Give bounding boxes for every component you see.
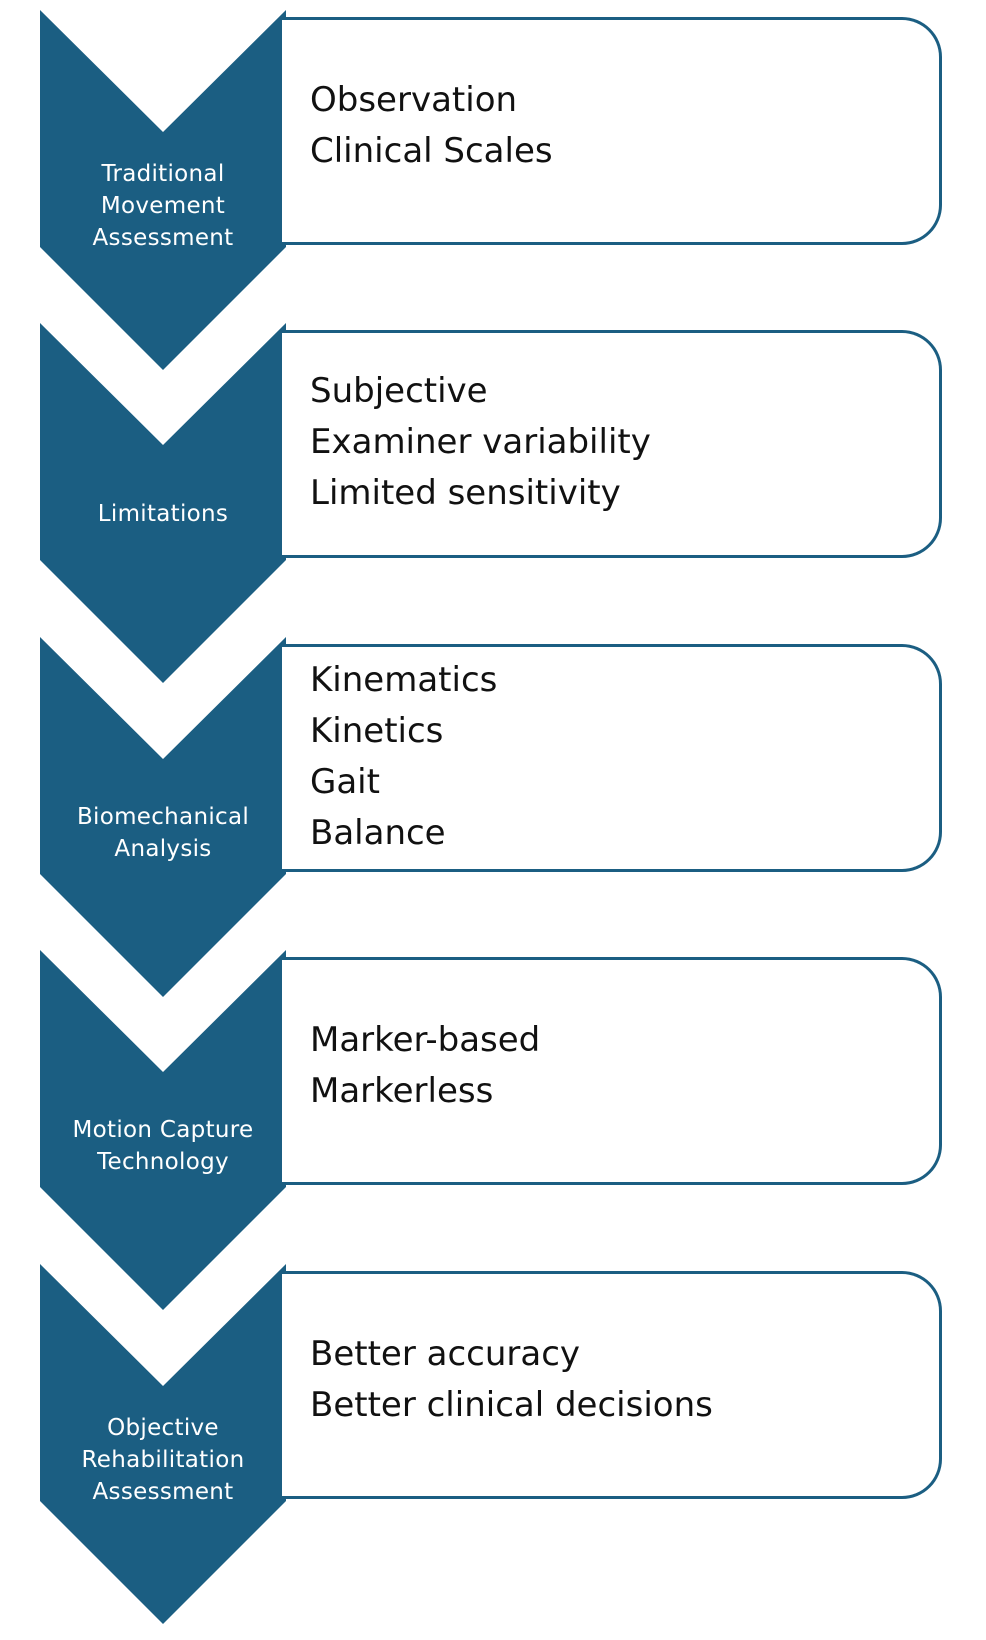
step-detail-item: Kinetics — [310, 711, 444, 751]
step-detail-item: Subjective — [310, 371, 488, 411]
step-detail-item: Clinical Scales — [310, 131, 553, 171]
step-detail-item: Observation — [310, 80, 518, 120]
step-title-line: Rehabilitation — [81, 1447, 245, 1473]
step-title-line: Objective — [107, 1415, 219, 1441]
step-title-line: Movement — [100, 193, 226, 219]
chevron-shape — [40, 1264, 286, 1624]
step-detail-item: Better accuracy — [310, 1334, 581, 1374]
chevron-shape — [40, 950, 286, 1310]
step-detail-item: Better clinical decisions — [310, 1385, 713, 1425]
step-title-line: Limitations — [97, 501, 229, 527]
step-detail-item: Examiner variability — [310, 422, 651, 462]
step-title-line: Traditional — [101, 161, 225, 187]
chevron-shape — [40, 323, 286, 683]
step-chevron — [40, 637, 286, 997]
step-chevron — [40, 323, 286, 683]
step-chevron — [40, 10, 286, 370]
chevron-shape — [40, 637, 286, 997]
chevron-shape — [40, 10, 286, 370]
step-detail-item: Limited sensitivity — [310, 473, 621, 513]
step-title-line: Motion Capture — [72, 1117, 254, 1143]
step-title-line: Analysis — [114, 836, 212, 862]
step-chevron — [40, 1264, 286, 1624]
step-title-line: Technology — [97, 1149, 229, 1175]
step-title-line: Biomechanical — [76, 804, 250, 830]
step-detail-item: Marker-based — [310, 1020, 541, 1060]
step-detail-item: Kinematics — [310, 660, 498, 700]
step-title: Limitations — [40, 498, 286, 530]
step-chevron — [40, 950, 286, 1310]
step-detail-item: Markerless — [310, 1071, 494, 1111]
step-title-line: Assessment — [92, 1479, 234, 1505]
step-detail-item: Gait — [310, 762, 380, 802]
step-detail-item: Balance — [310, 813, 446, 853]
step-title-line: Assessment — [92, 225, 234, 251]
